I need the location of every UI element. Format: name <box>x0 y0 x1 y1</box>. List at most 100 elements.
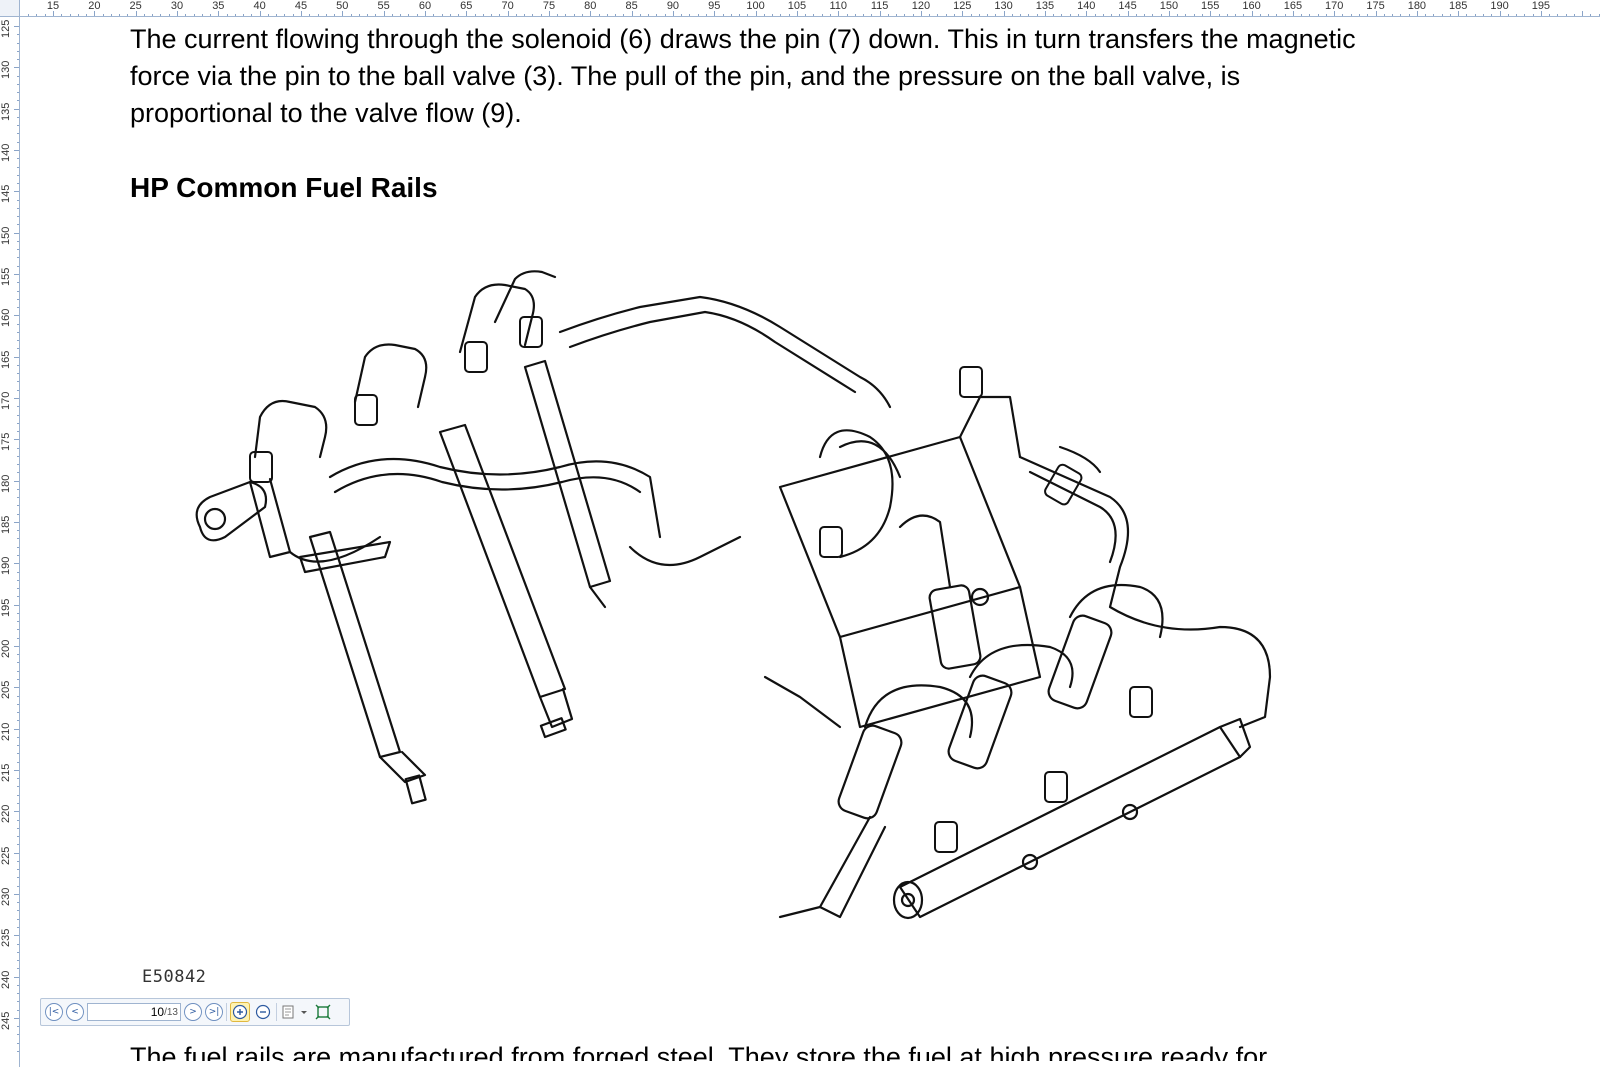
ruler-tick <box>524 14 526 16</box>
injector-left-1 <box>195 477 427 805</box>
prev-page-icon[interactable]: < <box>66 1003 84 1021</box>
next-page-icon[interactable]: > <box>184 1003 202 1021</box>
ruler-tick <box>234 14 236 16</box>
fit-mode-icon[interactable] <box>280 1002 310 1022</box>
ruler-tick <box>664 14 666 16</box>
zoom-in-icon[interactable] <box>230 1002 250 1022</box>
ruler-tick <box>17 505 19 507</box>
ruler-tick <box>1507 14 1509 16</box>
ruler-tick <box>1251 11 1253 16</box>
ruler-tick <box>788 14 790 16</box>
ruler-tick <box>987 14 989 16</box>
ruler-tick <box>17 877 19 879</box>
ruler-tick <box>449 14 451 16</box>
ruler-tick <box>722 14 724 16</box>
ruler-tick <box>17 670 19 672</box>
ruler-tick <box>17 637 19 639</box>
ruler-label: 215 <box>0 763 12 782</box>
ruler-tick <box>119 14 121 16</box>
ruler-tick <box>292 14 294 16</box>
ruler-tick <box>44 14 46 16</box>
ruler-tick <box>1334 11 1336 16</box>
ruler-label: 90 <box>666 0 680 12</box>
ruler-tick <box>110 14 112 16</box>
ruler-tick <box>17 141 19 143</box>
ruler-tick <box>1524 14 1526 16</box>
ruler-tick <box>400 14 402 16</box>
ruler-tick <box>1573 14 1575 16</box>
ruler-tick <box>557 14 559 16</box>
ruler-tick <box>1020 14 1022 16</box>
ruler-tick <box>838 11 840 16</box>
ruler-corner <box>0 0 20 17</box>
ruler-tick <box>466 11 468 16</box>
ruler-tick <box>17 695 19 697</box>
ruler-label: 150 <box>1159 0 1179 12</box>
ruler-tick <box>14 935 19 937</box>
ruler-tick <box>681 14 683 16</box>
ruler-label: 175 <box>0 432 12 452</box>
ruler-tick <box>143 14 145 16</box>
fullscreen-icon[interactable] <box>313 1002 333 1022</box>
ruler-tick <box>17 885 19 887</box>
ruler-tick <box>830 14 831 16</box>
ruler-tick <box>53 11 54 16</box>
ruler-tick <box>1416 11 1418 16</box>
section-heading: HP Common Fuel Rails <box>130 172 438 203</box>
ruler-label: 230 <box>0 887 12 906</box>
ruler-tick <box>1069 14 1071 16</box>
ruler-tick <box>135 11 137 16</box>
ruler-tick <box>962 11 964 16</box>
ruler-label: 105 <box>787 0 807 12</box>
current-page-value: 10 <box>150 1005 165 1019</box>
ruler-tick <box>17 679 19 680</box>
ruler-tick <box>1193 14 1195 16</box>
pdf-navigation-toolbar: |< < 10 /13 > >| <box>40 998 350 1026</box>
ruler-tick <box>424 11 426 16</box>
first-page-icon[interactable]: |< <box>45 1003 63 1021</box>
ruler-tick <box>14 1017 19 1019</box>
ruler-tick <box>1516 14 1518 16</box>
ruler-tick <box>854 14 856 16</box>
ruler-label: 65 <box>460 0 473 12</box>
ruler-tick <box>17 1009 19 1011</box>
ruler-label: 235 <box>0 928 12 948</box>
ruler-tick <box>391 14 393 16</box>
ruler-tick <box>17 249 19 251</box>
ruler-tick <box>1259 14 1261 16</box>
ruler-label: 155 <box>0 267 12 286</box>
ruler-tick <box>17 75 19 77</box>
ruler-tick <box>17 902 19 904</box>
ruler-tick <box>14 728 19 730</box>
ruler-tick <box>350 14 352 16</box>
ruler-tick <box>17 869 19 871</box>
ruler-tick <box>780 14 782 16</box>
ruler-tick <box>17 240 19 242</box>
ruler-tick <box>14 191 19 193</box>
ruler-tick <box>739 14 741 16</box>
ruler-tick <box>937 14 939 16</box>
zoom-out-icon[interactable] <box>253 1002 273 1022</box>
ruler-tick <box>17 654 19 656</box>
ruler-tick <box>1218 14 1220 16</box>
ruler-tick <box>14 563 19 565</box>
ruler-label: 170 <box>1325 0 1344 12</box>
ruler-label: 165 <box>1283 0 1303 12</box>
ruler-tick <box>441 14 443 16</box>
fuel-rail-diagram <box>195 270 1272 920</box>
ruler-tick <box>14 439 19 441</box>
ruler-tick <box>1268 14 1270 16</box>
page-number-input[interactable]: 10 /13 <box>87 1003 181 1021</box>
ruler-tick <box>17 1034 19 1036</box>
ruler-tick <box>1441 14 1443 16</box>
ruler-tick <box>17 389 19 391</box>
ruler-label: 205 <box>0 680 12 700</box>
ruler-tick <box>17 282 19 284</box>
ruler-tick <box>1540 11 1542 16</box>
last-page-icon[interactable]: >| <box>205 1003 223 1021</box>
ruler-tick <box>17 323 19 325</box>
ruler-label: 135 <box>0 102 12 121</box>
ruler-tick <box>17 926 19 928</box>
ruler-tick <box>1598 14 1600 16</box>
